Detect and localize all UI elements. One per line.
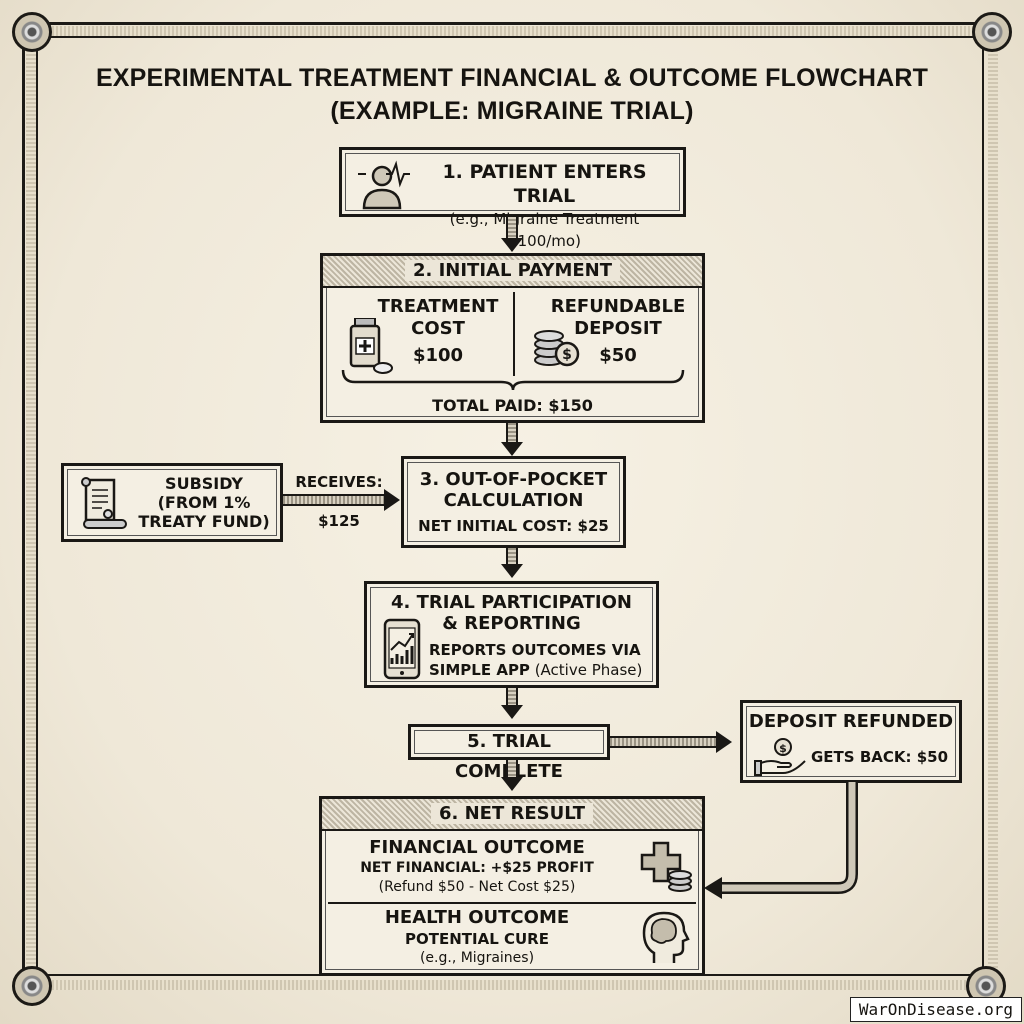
step-4-title-2: & REPORTING <box>442 613 581 634</box>
frame-rail-top <box>40 26 984 36</box>
step-3-title: 3. OUT-OF-POCKET CALCULATION <box>404 469 623 511</box>
simple-app-label: SIMPLE APP <box>429 661 530 679</box>
deposit-label: REFUNDABLE <box>550 296 686 317</box>
title-line-2: (EXAMPLE: MIGRAINE TRIAL) <box>330 97 694 125</box>
subsidy-text: SUBSIDY (FROM 1% TREATY FUND) <box>134 474 274 531</box>
arrow-refund-to-net-result <box>704 782 858 899</box>
subsidy-line-3: TREATY FUND) <box>138 512 270 531</box>
refund-title: DEPOSIT REFUNDED <box>748 711 954 732</box>
net-initial-cost: NET INITIAL COST: $25 <box>418 517 609 535</box>
receives-amount: $125 <box>318 512 360 530</box>
arrow-head <box>501 705 523 719</box>
step-6-net-result: 6. NET RESULT FINANCIAL OUTCOME NET FINA… <box>319 796 705 976</box>
deposit-refunded-box: DEPOSIT REFUNDED $ GETS BACK: $50 <box>740 700 962 783</box>
arrow-2-to-3 <box>506 423 518 445</box>
curly-brace <box>341 369 685 390</box>
arrow-head <box>501 564 523 578</box>
treatment-amount: $100 <box>412 345 464 366</box>
step-6-title: 6. NET RESULT <box>430 803 594 824</box>
patient-heartbeat-icon <box>358 160 410 210</box>
arrow-head <box>501 238 523 252</box>
head-brain-icon <box>642 911 690 963</box>
step-1-text: 1. PATIENT ENTERS TRIAL (e.g., Migraine … <box>412 160 677 252</box>
arrow-head <box>501 442 523 456</box>
watermark-link[interactable]: WarOnDisease.org <box>849 997 1022 1022</box>
section-divider <box>328 902 696 904</box>
financial-outcome: FINANCIAL OUTCOME NET FINANCIAL: +$25 PR… <box>332 837 622 897</box>
step-2-header: 2. INITIAL PAYMENT <box>323 256 702 288</box>
frame-rail-bottom <box>40 980 984 990</box>
arrow-subsidy-to-3 <box>283 494 387 506</box>
net-financial-profit: NET FINANCIAL: +$25 PROFIT <box>360 860 594 876</box>
total-paid: TOTAL PAID: $150 <box>432 396 593 415</box>
health-outcome: HEALTH OUTCOME POTENTIAL CURE (e.g., Mig… <box>332 907 622 968</box>
step-4-trial-participation: 4. TRIAL PARTICIPATION & REPORTING REPOR… <box>364 581 659 688</box>
step-6-header: 6. NET RESULT <box>322 799 702 831</box>
treatment-label: TREATMENT <box>377 296 499 317</box>
step-3-out-of-pocket: 3. OUT-OF-POCKET CALCULATION NET INITIAL… <box>401 456 626 548</box>
arrow-5-to-6 <box>506 760 518 780</box>
step-4-title-1: 4. TRIAL PARTICIPATION <box>391 592 632 613</box>
medicine-bottle-icon <box>349 318 393 374</box>
step-3-title-2: CALCULATION <box>443 490 584 511</box>
arrow-4-to-5 <box>506 688 518 708</box>
frame-rail-right <box>988 40 998 980</box>
divider <box>513 292 515 376</box>
refundable-deposit: REFUNDABLE DEPOSIT $50 <box>533 296 703 367</box>
step-1-patient-enters-trial: 1. PATIENT ENTERS TRIAL (e.g., Migraine … <box>339 147 686 250</box>
scroll-document-icon <box>81 477 127 529</box>
corner-rivet-icon <box>12 12 52 52</box>
refund-amount: GETS BACK: $50 <box>811 748 949 766</box>
svg-text:$: $ <box>779 742 787 755</box>
page-title: EXPERIMENTAL TREATMENT FINANCIAL & OUTCO… <box>0 62 1024 128</box>
frame-rail-left <box>26 40 36 980</box>
receives-label: RECEIVES: <box>295 473 383 491</box>
step-2-title: 2. INITIAL PAYMENT <box>404 260 621 281</box>
step-4-title: 4. TRIAL PARTICIPATION & REPORTING <box>367 592 656 634</box>
financial-note: (Refund $50 - Net Cost $25) <box>378 879 576 895</box>
step-3-title-1: 3. OUT-OF-POCKET <box>419 469 608 490</box>
corner-rivet-icon <box>972 12 1012 52</box>
arrow-3-to-4 <box>506 548 518 566</box>
step-4-description: REPORTS OUTCOMES VIA SIMPLE APP (Active … <box>429 640 650 680</box>
svg-text:$: $ <box>562 347 572 363</box>
step-1-subtitle: (e.g., Migraine Treatment $100/mo) <box>449 210 640 250</box>
hand-coin-icon: $ <box>754 738 806 776</box>
step-1-title: 1. PATIENT ENTERS TRIAL <box>442 161 647 207</box>
health-outcome-title: HEALTH OUTCOME <box>384 907 570 928</box>
subsidy-box: SUBSIDY (FROM 1% TREATY FUND) <box>61 463 283 542</box>
treatment-label-2: COST <box>411 318 465 339</box>
potential-cure: POTENTIAL CURE <box>405 930 549 948</box>
step-5-trial-complete: 5. TRIAL COMPLETE <box>408 724 610 782</box>
arrow-1-to-2 <box>506 217 518 241</box>
step-4-line-1: REPORTS OUTCOMES VIA <box>429 641 641 659</box>
subsidy-line-2: (FROM 1% <box>157 493 251 512</box>
coin-stack-icon: $ <box>534 330 580 367</box>
arrow-head <box>501 777 523 791</box>
treatment-cost: TREATMENT COST $100 <box>363 296 513 367</box>
arrow-5-to-refund <box>610 736 718 748</box>
deposit-label-2: DEPOSIT <box>574 318 662 339</box>
corner-rivet-icon <box>12 966 52 1006</box>
smartphone-chart-icon <box>383 618 421 680</box>
health-note: (e.g., Migraines) <box>419 950 535 966</box>
arrow-head <box>384 489 400 511</box>
subsidy-title: SUBSIDY <box>165 474 243 493</box>
health-plus-coins-icon <box>640 841 692 892</box>
arrow-head <box>716 731 732 753</box>
title-line-1: EXPERIMENTAL TREATMENT FINANCIAL & OUTCO… <box>95 64 929 92</box>
deposit-amount: $50 <box>599 345 637 366</box>
step-2-initial-payment: 2. INITIAL PAYMENT TREATMENT COST $100 $… <box>320 253 705 423</box>
financial-outcome-title: FINANCIAL OUTCOME <box>369 837 585 858</box>
active-phase-label: (Active Phase) <box>529 661 643 679</box>
